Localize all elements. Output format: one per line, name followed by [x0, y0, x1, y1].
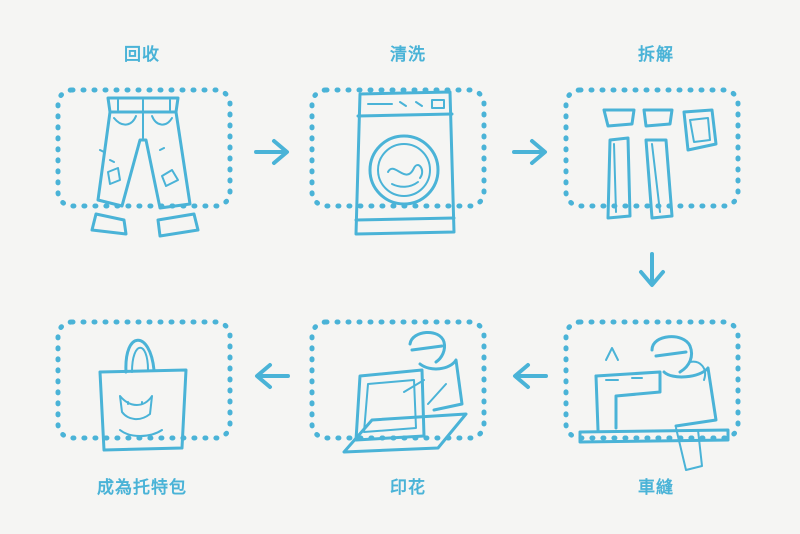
arrow-left-icon-1: [513, 363, 548, 389]
step-label-wash: 清洗: [390, 45, 426, 65]
arrow-down-icon: [639, 252, 665, 287]
frame-recycle: [55, 87, 233, 209]
step-label-recycle: 回收: [124, 45, 160, 65]
arrow-right-icon-1: [254, 139, 289, 165]
sewing-machine-icon: [578, 335, 730, 471]
screen-printing-icon: [342, 331, 468, 454]
step-label-tote: 成為托特包: [97, 478, 187, 498]
step-label-disassemble: 拆解: [638, 45, 674, 65]
disassembled-jeans-icon: [602, 108, 718, 220]
frame-wash: [309, 87, 487, 209]
jeans-icon: [90, 96, 200, 238]
arrow-right-icon-2: [512, 139, 547, 165]
tote-bag-icon: [98, 338, 188, 452]
frame-sew: [563, 319, 741, 441]
frame-disassemble: [563, 87, 741, 209]
step-label-print: 印花: [390, 478, 426, 498]
arrow-left-icon-2: [255, 363, 290, 389]
frame-print: [309, 319, 487, 441]
frame-tote: [55, 319, 233, 441]
washing-machine-icon: [354, 90, 456, 236]
step-label-sew: 車縫: [638, 478, 674, 498]
